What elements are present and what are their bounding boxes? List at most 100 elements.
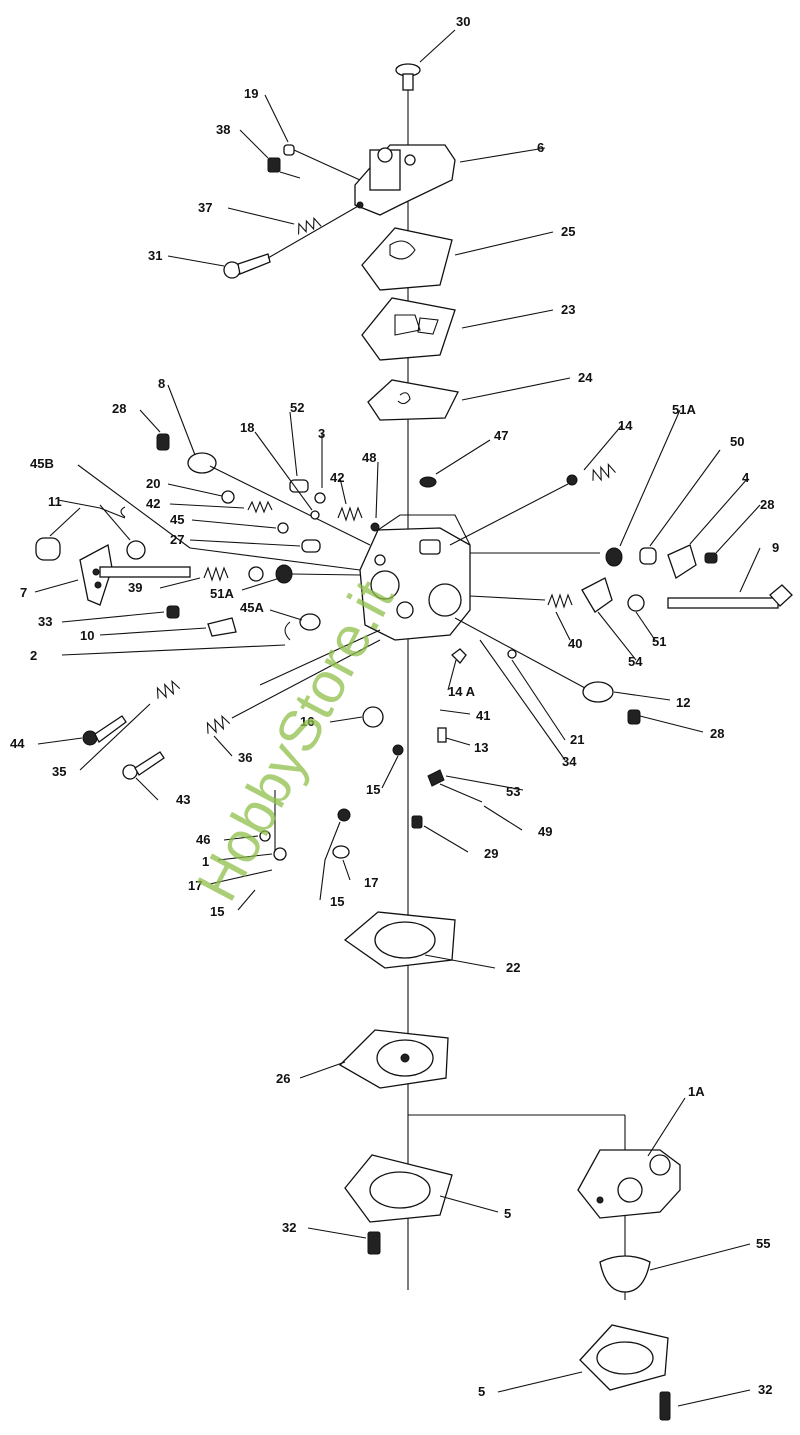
callout-11: 11	[48, 494, 62, 509]
callout-2: 2	[30, 648, 37, 663]
part-28-screw-left	[156, 433, 170, 451]
leader-38-housing	[279, 171, 301, 179]
callout-14: 14	[618, 418, 633, 433]
callout-44: 44	[10, 736, 25, 751]
part-6-housing	[354, 144, 456, 216]
callout-18: 18	[240, 420, 254, 435]
part-43-screw	[122, 751, 165, 780]
part-shaft-left	[99, 566, 191, 578]
leader-8-body	[209, 465, 371, 546]
part-3	[314, 492, 326, 504]
part-15-b	[337, 808, 351, 822]
part-44-screw	[82, 715, 127, 746]
part-35-spring	[156, 679, 181, 699]
callout-38: 38	[216, 122, 230, 137]
part-42-spring	[337, 506, 363, 522]
callout-3: 3	[318, 426, 325, 441]
part-53	[427, 769, 445, 787]
part-27	[301, 539, 321, 553]
part-1A-pump-body	[577, 1149, 681, 1219]
part-14-cap	[566, 474, 578, 486]
part-14A	[451, 648, 467, 664]
part-42-spring-left	[247, 500, 273, 514]
callout-arrows	[34, 29, 761, 1407]
part-55-cup	[599, 1255, 651, 1293]
part-51A-right	[605, 547, 623, 567]
callout-45: 45	[170, 512, 184, 527]
part-33-screw	[166, 605, 180, 619]
leader-shaft-body	[291, 573, 361, 576]
callout-28-c: 28	[710, 726, 724, 741]
part-49-pin	[439, 783, 483, 803]
part-11-washer	[126, 540, 146, 560]
leader-31-housing	[267, 204, 361, 259]
callout-50: 50	[730, 434, 744, 449]
part-7-lever	[79, 544, 113, 606]
part-11-clip	[120, 506, 126, 518]
callout-40: 40	[568, 636, 582, 651]
callout-47: 47	[494, 428, 508, 443]
part-28-screw-right	[704, 552, 718, 564]
callout-52: 52	[290, 400, 304, 415]
callout-31: 31	[148, 248, 162, 263]
callout-1: 1	[202, 854, 209, 869]
part-25-gasket	[361, 227, 453, 291]
part-54-lever	[581, 577, 613, 613]
part-48	[370, 522, 380, 532]
callout-34: 34	[562, 754, 577, 769]
callout-32-a: 32	[282, 1220, 296, 1235]
callout-49: 49	[538, 824, 552, 839]
callout-23: 23	[561, 302, 575, 317]
part-8-plate	[187, 452, 217, 474]
callout-39: 39	[128, 580, 142, 595]
part-31-screw	[223, 253, 271, 279]
callout-8: 8	[158, 376, 165, 391]
part-17-b	[332, 845, 350, 859]
part-38	[267, 157, 281, 173]
part-45	[277, 522, 289, 534]
callout-29: 29	[484, 846, 498, 861]
part-23-diaphragm	[361, 297, 456, 361]
callout-16: 16	[300, 714, 314, 729]
part-18	[310, 510, 320, 520]
part-15-a	[392, 744, 404, 756]
part-20-ring	[221, 490, 235, 504]
part-2-clip	[284, 621, 291, 641]
callout-12: 12	[676, 695, 690, 710]
callout-27: 27	[170, 532, 184, 547]
part-36-spring	[206, 714, 231, 734]
callout-55: 55	[756, 1236, 770, 1251]
leader-12-body	[454, 617, 586, 689]
callout-51A-b: 51A	[210, 586, 234, 601]
callout-33: 33	[38, 614, 52, 629]
part-51	[627, 594, 645, 612]
part-50	[639, 547, 657, 565]
callout-22: 22	[506, 960, 520, 975]
carburetor-body	[359, 514, 471, 641]
callout-42-b: 42	[146, 496, 160, 511]
part-32-screw-left	[367, 1231, 381, 1255]
callout-54: 54	[628, 654, 643, 669]
callout-14A: 14 A	[448, 684, 476, 699]
part-22-gasket	[343, 911, 456, 969]
callout-30: 30	[456, 14, 470, 29]
part-11-knob	[35, 537, 61, 561]
part-5-cover-left	[344, 1154, 453, 1223]
callout-42-a: 42	[330, 470, 344, 485]
callout-48: 48	[362, 450, 376, 465]
part-1	[273, 847, 287, 861]
callout-4: 4	[742, 470, 750, 485]
callout-5-b: 5	[478, 1384, 485, 1399]
callout-53: 53	[506, 784, 520, 799]
callout-51: 51	[652, 634, 666, 649]
part-9-shaft	[667, 584, 793, 609]
part-52	[289, 479, 309, 493]
part-45A	[299, 613, 321, 631]
callout-46: 46	[196, 832, 210, 847]
callout-9: 9	[772, 540, 779, 555]
part-19	[283, 144, 295, 156]
part-4-lever	[667, 544, 697, 579]
part-24-plate	[367, 379, 459, 421]
leader-19-38	[293, 149, 361, 181]
callout-19: 19	[244, 86, 258, 101]
